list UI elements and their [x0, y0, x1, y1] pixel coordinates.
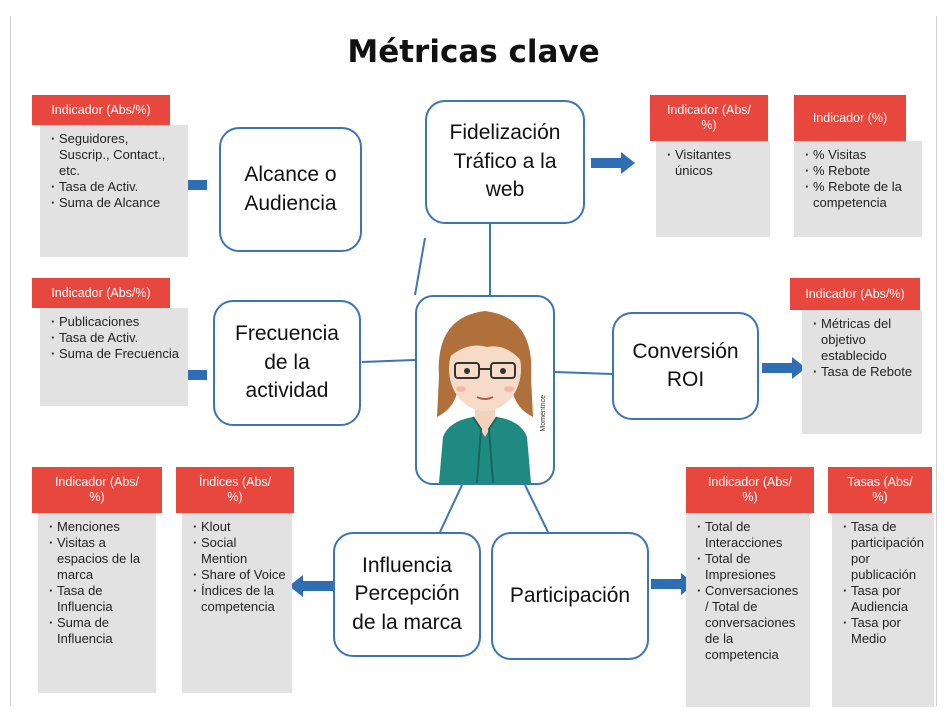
- panel-header: Indicador (Abs/%): [790, 278, 920, 310]
- list-item: Publicaciones: [51, 314, 182, 330]
- node-influencia: Influencia Percepción de la marca: [333, 532, 481, 657]
- panel-header: Indicador (Abs/ %): [686, 467, 814, 513]
- panel-body: Métricas del objetivo establecido Tasa d…: [802, 310, 922, 434]
- panel-header: Tasas (Abs/ %): [828, 467, 932, 513]
- panel-body: Publicaciones Tasa de Activ. Suma de Fre…: [40, 308, 188, 406]
- slide-frame: [10, 16, 937, 706]
- list-item: Seguidores, Suscrip., Contact., etc.: [51, 131, 182, 179]
- connector-participacion: [524, 484, 549, 533]
- list-item: % Rebote: [805, 163, 916, 179]
- list-item: Tasa por Audiencia: [843, 583, 928, 615]
- panel-body: % Visitas % Rebote % Rebote de la compet…: [794, 141, 922, 237]
- panel-body: Tasa de participación por publicación Ta…: [832, 513, 934, 707]
- avatar-illustration: [437, 311, 533, 483]
- list-item: Tasa de Activ.: [51, 179, 182, 195]
- panel-header: Indicador (Abs/ %): [650, 95, 768, 141]
- arrow-right-participacion-icon: [651, 573, 695, 595]
- panel-header: Indicador (%): [794, 95, 906, 141]
- node-frecuencia: Frecuencia de la actividad: [213, 300, 361, 426]
- panel-body: Total de Interacciones Total de Impresio…: [686, 513, 810, 707]
- list-item: % Rebote de la competencia: [805, 179, 916, 211]
- list-item: Total de Impresiones: [697, 551, 804, 583]
- panel-header: Indicador (Abs/%): [32, 278, 170, 308]
- list-item: Tasa de Activ.: [51, 330, 182, 346]
- panel-header: Índices (Abs/ %): [176, 467, 294, 513]
- list-item: Suma de Frecuencia: [51, 346, 182, 362]
- panel-body: Klout Social Mention Share of Voice Índi…: [182, 513, 292, 693]
- list-item: Suma de Alcance: [51, 195, 182, 211]
- list-item: Klout: [193, 519, 286, 535]
- connector-alcance: [414, 237, 426, 296]
- connector-conversion: [554, 371, 613, 375]
- list-item: Social Mention: [193, 535, 286, 567]
- node-participacion: Participación: [491, 532, 649, 660]
- arrow-right-conversion-icon: [762, 357, 806, 379]
- list-item: Conversaciones / Total de conversaciones…: [697, 583, 804, 663]
- list-item: Visitantes únicos: [667, 147, 764, 179]
- list-item: Share of Voice: [193, 567, 286, 583]
- list-item: Tasa de participación por publicación: [843, 519, 928, 583]
- list-item: Menciones: [49, 519, 150, 535]
- list-item: Visitas a espacios de la marca: [49, 535, 150, 583]
- connector-frecuencia: [361, 359, 416, 363]
- list-item: Total de Interacciones: [697, 519, 804, 551]
- list-item: Índices de la competencia: [193, 583, 286, 615]
- node-fidelizacion: Fidelización Tráfico a la web: [425, 100, 585, 224]
- avatar-card: Momentrice: [415, 295, 555, 485]
- connector-influencia: [439, 484, 463, 533]
- list-item: Tasa por Medio: [843, 615, 928, 647]
- arrow-right-fidelizacion-icon: [591, 152, 635, 174]
- arrow-left-influencia-icon: [289, 575, 333, 597]
- panel-header: Indicador (Abs/%): [32, 95, 170, 125]
- diagram-title: Métricas clave: [347, 34, 600, 70]
- node-alcance: Alcance o Audiencia: [219, 127, 362, 252]
- list-item: % Visitas: [805, 147, 916, 163]
- avatar-watermark: Momentrice: [540, 395, 547, 432]
- node-conversion: Conversión ROI: [612, 312, 759, 420]
- list-item: Métricas del objetivo establecido: [813, 316, 916, 364]
- panel-body: Menciones Visitas a espacios de la marca…: [38, 513, 156, 693]
- panel-body: Visitantes únicos: [656, 141, 770, 237]
- list-item: Tasa de Rebote: [813, 364, 916, 380]
- panel-body: Seguidores, Suscrip., Contact., etc. Tas…: [40, 125, 188, 257]
- list-item: Suma de Influencia: [49, 615, 150, 647]
- panel-header: Indicador (Abs/ %): [32, 467, 162, 513]
- list-item: Tasa de Influencia: [49, 583, 150, 615]
